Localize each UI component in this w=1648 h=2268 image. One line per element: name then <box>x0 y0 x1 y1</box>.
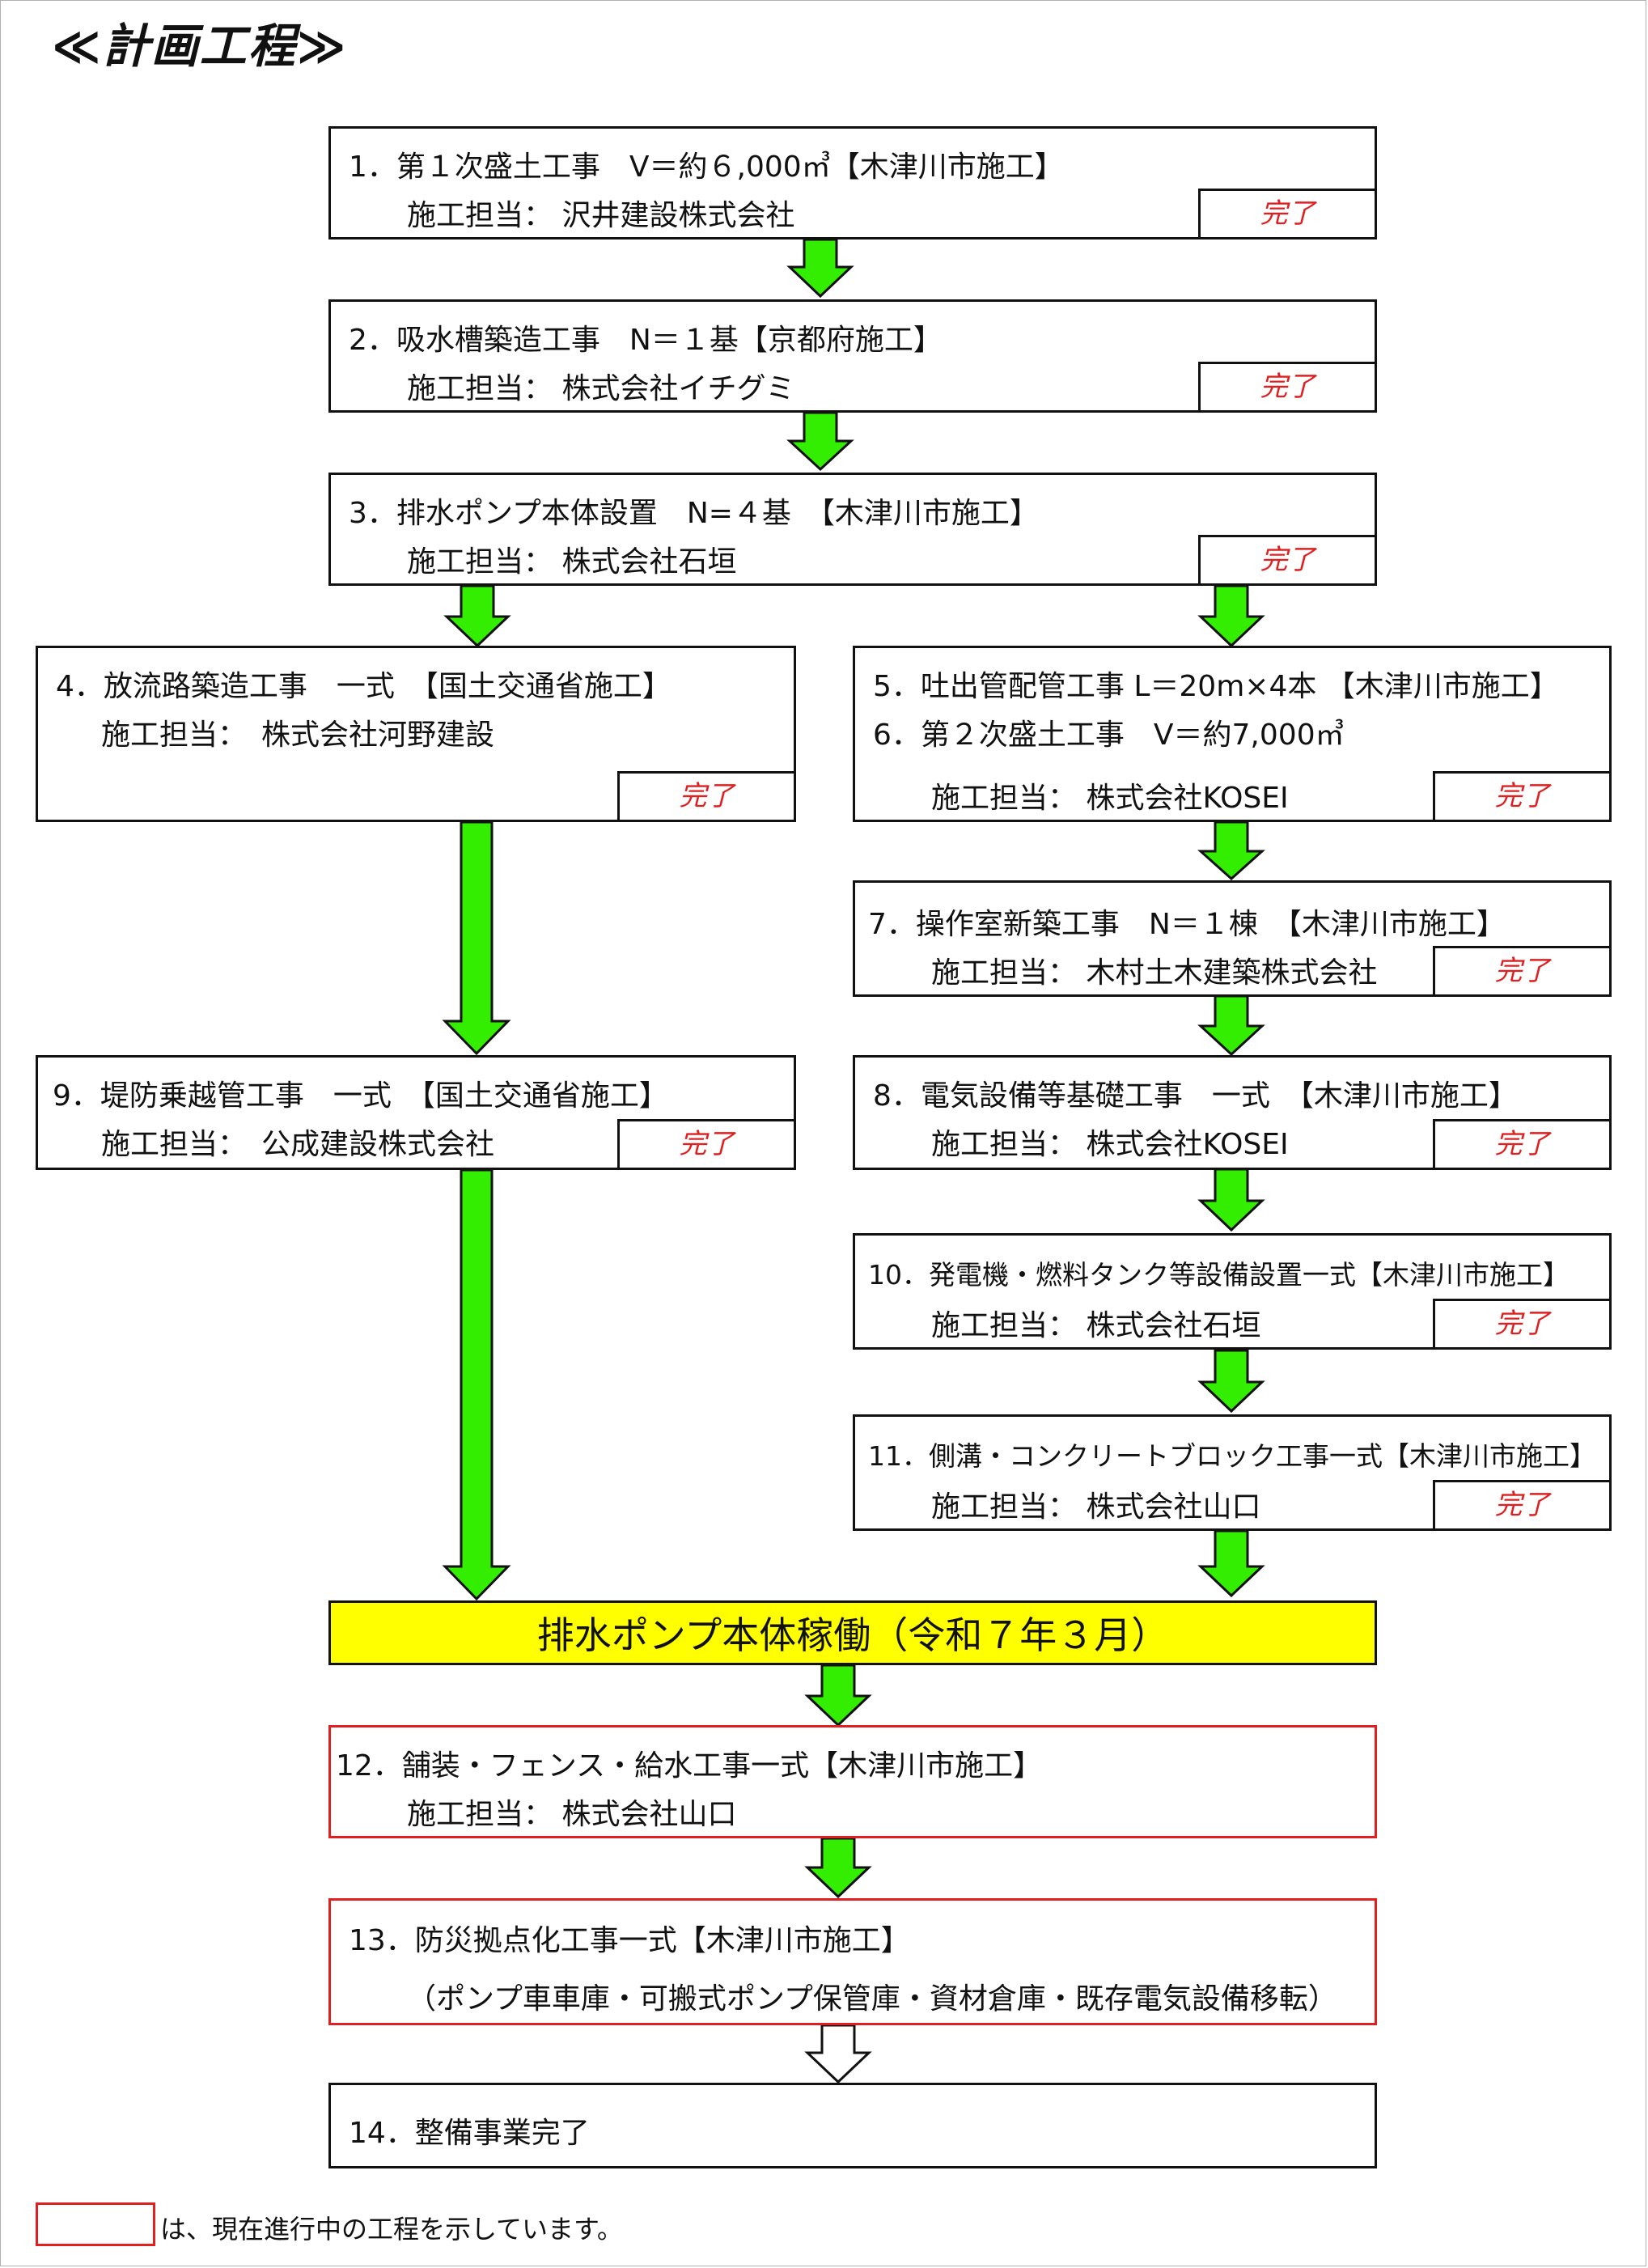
step-4-contractor: 施工担当： 株式会社河野建設 <box>101 719 495 752</box>
step-2-title: 2．吸水槽築造工事 N＝１基【京都府施工】 <box>349 324 943 357</box>
arrow-1-2 <box>786 238 854 299</box>
arrow-3-4 <box>443 584 511 648</box>
operation-start-label: 排水ポンプ本体稼働（令和７年３月） <box>536 1613 1169 1657</box>
legend-swatch <box>36 2202 155 2246</box>
step-4-status: 完了 <box>617 771 794 820</box>
arrow-3-56 <box>1197 584 1265 648</box>
arrow-10-11 <box>1197 1349 1265 1414</box>
step-5-6-status: 完了 <box>1433 771 1609 820</box>
step-13-title: 13．防災拠点化工事一式【木津川市施工】 <box>349 1924 910 1957</box>
step-12-title: 12．舗装・フェンス・給水工事一式【木津川市施工】 <box>336 1749 1043 1783</box>
arrow-2-3 <box>786 411 854 472</box>
arrow-56-7 <box>1197 820 1265 881</box>
step-7-contractor: 施工担当： 木村土木建築株式会社 <box>931 956 1378 990</box>
step-11-title: 11．側溝・コンクリートブロック工事一式【木津川市施工】 <box>868 1440 1596 1472</box>
step-13-detail: （ポンプ車車庫・可搬式ポンプ保管庫・資材倉庫・既存電気設備移転） <box>407 1982 1337 2016</box>
step-11-contractor: 施工担当： 株式会社山口 <box>931 1490 1261 1524</box>
arrow-12-13 <box>804 1837 872 1899</box>
step-9-box: 9．堤防乗越管工事 一式 【国土交通省施工】 施工担当： 公成建設株式会社 完了 <box>36 1055 796 1170</box>
step-9-status: 完了 <box>617 1119 794 1168</box>
step-12-box: 12．舗装・フェンス・給水工事一式【木津川市施工】 施工担当： 株式会社山口 <box>328 1725 1377 1838</box>
step-7-status: 完了 <box>1433 946 1609 994</box>
step-1-status: 完了 <box>1198 189 1375 237</box>
step-4-box: 4．放流路築造工事 一式 【国土交通省施工】 施工担当： 株式会社河野建設 完了 <box>36 646 796 822</box>
step-10-status: 完了 <box>1433 1299 1609 1347</box>
step-8-status: 完了 <box>1433 1119 1609 1168</box>
step-8-box: 8．電気設備等基礎工事 一式 【木津川市施工】 施工担当： 株式会社KOSEI … <box>853 1055 1612 1170</box>
arrow-4-9 <box>442 820 511 1056</box>
operation-start-box: 排水ポンプ本体稼働（令和７年３月） <box>328 1600 1377 1665</box>
step-1-box: 1．第１次盛土工事 V＝約６,000㎥【木津川市施工】 施工担当： 沢井建設株式… <box>328 126 1377 240</box>
step-2-box: 2．吸水槽築造工事 N＝１基【京都府施工】 施工担当： 株式会社イチグミ 完了 <box>328 299 1377 413</box>
step-3-title: 3．排水ポンプ本体設置 N=４基 【木津川市施工】 <box>349 497 1039 530</box>
step-5-6-contractor: 施工担当： 株式会社KOSEI <box>931 782 1289 815</box>
arrow-7-8 <box>1197 994 1265 1057</box>
arrow-8-10 <box>1197 1168 1265 1232</box>
step-11-box: 11．側溝・コンクリートブロック工事一式【木津川市施工】 施工担当： 株式会社山… <box>853 1414 1612 1531</box>
step-14-title: 14．整備事業完了 <box>349 2117 590 2150</box>
page-title: ≪計画工程≫ <box>52 19 348 74</box>
step-7-box: 7．操作室新築工事 N＝１棟 【木津川市施工】 施工担当： 木村土木建築株式会社… <box>853 880 1612 997</box>
step-12-contractor: 施工担当： 株式会社山口 <box>407 1798 737 1831</box>
step-10-title: 10．発電機・燃料タンク等設備設置一式【木津川市施工】 <box>868 1259 1570 1291</box>
step-9-contractor: 施工担当： 公成建設株式会社 <box>101 1128 495 1161</box>
step-13-box: 13．防災拠点化工事一式【木津川市施工】 （ポンプ車車庫・可搬式ポンプ保管庫・資… <box>328 1898 1377 2025</box>
arrow-9-operation <box>442 1168 511 1601</box>
step-9-title: 9．堤防乗越管工事 一式 【国土交通省施工】 <box>53 1079 668 1113</box>
arrow-13-14 <box>804 2024 872 2084</box>
step-14-box: 14．整備事業完了 <box>328 2083 1377 2168</box>
step-3-contractor: 施工担当： 株式会社石垣 <box>407 545 737 579</box>
step-3-box: 3．排水ポンプ本体設置 N=４基 【木津川市施工】 施工担当： 株式会社石垣 完… <box>328 473 1377 586</box>
step-8-contractor: 施工担当： 株式会社KOSEI <box>931 1128 1289 1161</box>
step-8-title: 8．電気設備等基礎工事 一式 【木津川市施工】 <box>873 1079 1518 1113</box>
step-7-title: 7．操作室新築工事 N＝１棟 【木津川市施工】 <box>868 908 1506 941</box>
step-2-status: 完了 <box>1198 362 1375 410</box>
step-2-contractor: 施工担当： 株式会社イチグミ <box>407 372 795 405</box>
step-3-status: 完了 <box>1198 535 1375 583</box>
legend-text: は、現在進行中の工程を示しています。 <box>160 2214 623 2245</box>
step-4-title: 4．放流路築造工事 一式 【国土交通省施工】 <box>56 670 671 703</box>
step-10-box: 10．発電機・燃料タンク等設備設置一式【木津川市施工】 施工担当： 株式会社石垣… <box>853 1233 1612 1350</box>
step-1-title: 1．第１次盛土工事 V＝約６,000㎥【木津川市施工】 <box>349 150 1064 184</box>
step-11-status: 完了 <box>1433 1480 1609 1528</box>
arrow-11-operation <box>1197 1529 1265 1598</box>
arrow-operation-12 <box>804 1664 872 1727</box>
step-6-title: 6．第２次盛土工事 V＝約7,000㎥ <box>873 719 1345 752</box>
step-5-title: 5．吐出管配管工事 L＝20m×4本 【木津川市施工】 <box>873 670 1559 703</box>
step-10-contractor: 施工担当： 株式会社石垣 <box>931 1309 1261 1342</box>
step-5-6-box: 5．吐出管配管工事 L＝20m×4本 【木津川市施工】 6．第２次盛土工事 V＝… <box>853 646 1612 822</box>
step-1-contractor: 施工担当： 沢井建設株式会社 <box>407 199 795 232</box>
